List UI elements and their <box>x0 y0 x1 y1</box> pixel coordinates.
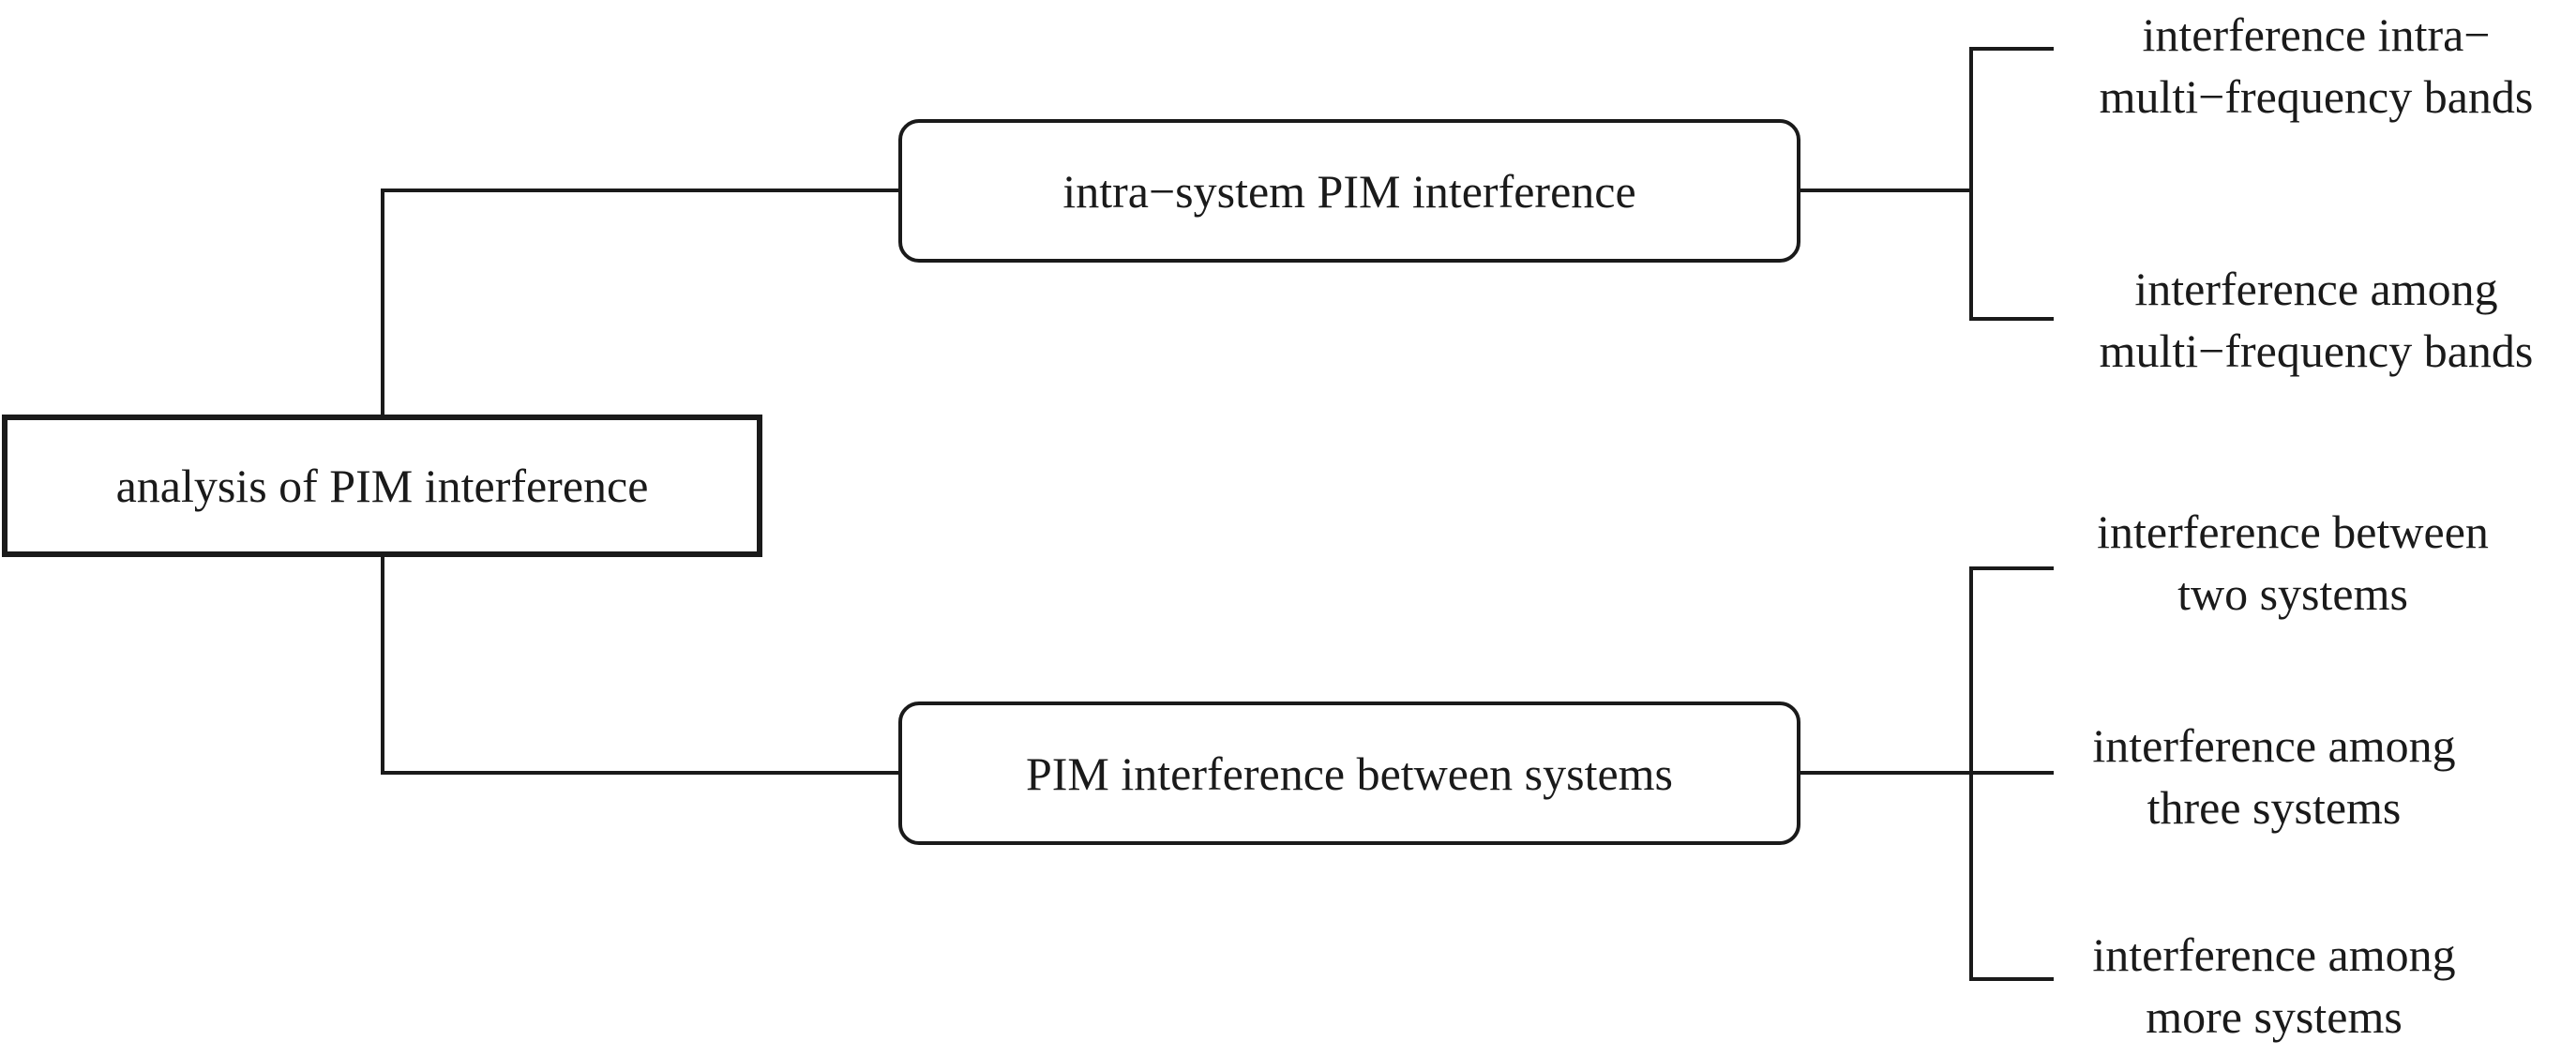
branch-node-label: intra−system PIM interference <box>1062 164 1636 218</box>
connector-branch-2-bracket <box>1969 566 2054 981</box>
leaf-line-1: interference among <box>2092 928 2456 981</box>
leaf-line-2: more systems <box>2146 990 2403 1043</box>
leaf-line-1: interference among <box>2092 719 2456 772</box>
leaf-among-more-systems: interference among more systems <box>2058 924 2490 1048</box>
branch-node-between-systems: PIM interference between systems <box>898 701 1800 845</box>
leaf-line-2: two systems <box>2177 567 2408 620</box>
branch-node-label: PIM interference between systems <box>1025 747 1674 800</box>
connector-branch-1-bracket <box>1969 47 2054 321</box>
leaf-line-1: interference intra− <box>2142 8 2491 61</box>
leaf-line-1: interference among <box>2134 263 2498 315</box>
leaf-between-two-systems: interference between two systems <box>2058 501 2527 625</box>
leaf-line-1: interference between <box>2097 505 2489 558</box>
leaf-intra-multi-frequency-bands: interference intra− multi−frequency band… <box>2063 4 2569 128</box>
root-node: analysis of PIM interference <box>2 415 762 557</box>
root-node-label: analysis of PIM interference <box>115 460 649 512</box>
branch-node-intra-system: intra−system PIM interference <box>898 119 1800 263</box>
leaf-line-2: multi−frequency bands <box>2099 324 2534 377</box>
connector-root-to-branch-1 <box>381 189 898 415</box>
leaf-among-multi-frequency-bands: interference among multi−frequency bands <box>2063 258 2569 382</box>
leaf-among-three-systems: interference among three systems <box>2058 715 2490 838</box>
leaf-line-2: three systems <box>2147 781 2402 834</box>
leaf-line-2: multi−frequency bands <box>2099 70 2534 123</box>
connector-root-to-branch-2 <box>381 557 898 775</box>
